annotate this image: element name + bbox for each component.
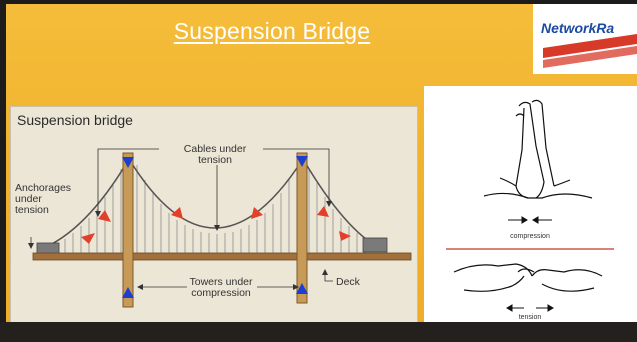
tension-arrow-6 bbox=[339, 231, 351, 241]
slide-title: Suspension Bridge bbox=[173, 18, 371, 44]
compression-arrow-left-bottom bbox=[122, 287, 134, 298]
leader-lines bbox=[30, 148, 333, 288]
tension-arrows-icon bbox=[506, 304, 554, 312]
compression-arrow-right-bottom bbox=[296, 283, 308, 294]
compression-caption: compression bbox=[510, 233, 550, 240]
tension-arrow-5 bbox=[317, 206, 329, 217]
compression-arrows-icon bbox=[508, 216, 552, 224]
main-span-cable bbox=[128, 158, 304, 229]
network-rail-logo: NetworkRa bbox=[533, 4, 637, 74]
leader-arrowheads bbox=[28, 201, 332, 290]
anchorages-label: Anchorages under tension bbox=[15, 182, 72, 216]
compression-arrow-left-top bbox=[122, 157, 134, 168]
tension-arrow-1 bbox=[81, 233, 95, 244]
tension-arrow-2 bbox=[98, 210, 111, 222]
hands-illustration bbox=[446, 99, 614, 312]
compression-arrow-right-top bbox=[296, 156, 308, 167]
hanger-cables bbox=[48, 165, 366, 253]
logo-text: NetworkRa bbox=[541, 20, 615, 36]
logo-stripes-icon bbox=[543, 34, 637, 68]
tension-arrow-4 bbox=[251, 207, 263, 219]
hands-illustration-panel: compression tension bbox=[424, 86, 637, 322]
right-tower bbox=[296, 152, 308, 304]
right-anchorage bbox=[362, 237, 388, 253]
slide: Suspension Bridge NetworkRa bbox=[6, 4, 637, 323]
tension-arrow-3 bbox=[171, 207, 183, 219]
deck bbox=[32, 252, 412, 261]
praying-hands-icon bbox=[483, 99, 593, 199]
pulling-hands-icon bbox=[453, 263, 603, 292]
cables-label: Cables under tension bbox=[183, 143, 247, 166]
suspension-bridge-diagram: Suspension bridge Cables under tension A… bbox=[10, 106, 418, 323]
tension-caption: tension bbox=[518, 314, 542, 321]
left-tower bbox=[122, 152, 134, 308]
diagram-heading: Suspension bridge bbox=[17, 112, 133, 128]
deck-label: Deck bbox=[336, 276, 360, 288]
towers-label: Towers under compression bbox=[189, 276, 253, 299]
monitor-bezel bbox=[0, 322, 637, 342]
bridge-illustration bbox=[28, 148, 412, 308]
